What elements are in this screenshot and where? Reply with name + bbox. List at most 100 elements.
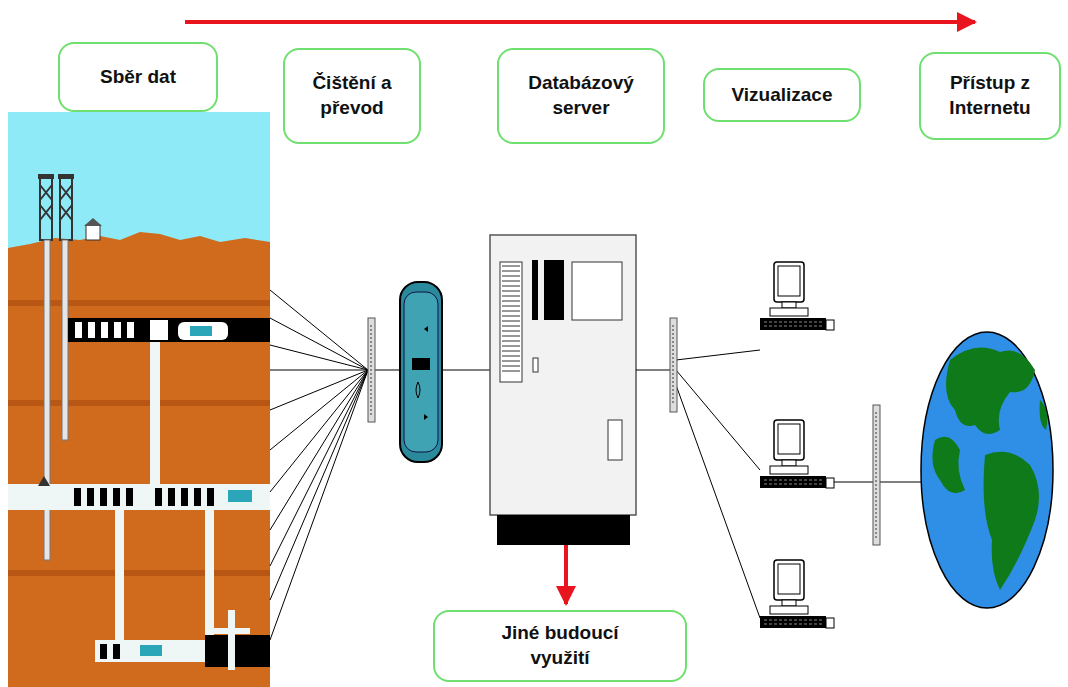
database-server-part-part <box>502 326 520 327</box>
mine-illustration-part <box>44 240 50 560</box>
mine-illustration-part <box>228 490 252 502</box>
database-server-part-part <box>502 296 520 297</box>
mine-illustration-part-part <box>114 322 121 338</box>
database-server-part-part <box>502 266 520 267</box>
database-server-part <box>564 545 568 604</box>
lan-cables-part <box>834 482 873 483</box>
lan-cables-part <box>880 482 925 483</box>
internet-globe-part <box>932 437 965 494</box>
database-server-part-part <box>502 276 520 277</box>
mine-illustration-part <box>75 320 228 340</box>
mine-illustration-part <box>86 225 100 240</box>
database-server-part-part <box>502 281 520 282</box>
converter-device-part <box>416 382 420 398</box>
database-server-part-part <box>502 291 520 292</box>
stage-label-box: Přístup z Internetu <box>919 52 1061 140</box>
stage-label: Čištění a převod <box>295 71 409 120</box>
database-server-part-part <box>502 306 520 307</box>
mine-illustration-part <box>58 174 74 179</box>
database-server-part-part <box>502 356 520 357</box>
switch-bars-part <box>876 412 877 538</box>
data-cables-part <box>270 318 368 370</box>
mine-illustration-part-part <box>101 322 108 338</box>
internet-globe <box>921 332 1053 608</box>
flow-arrow <box>185 20 975 24</box>
stage-label-box: Čištění a převod <box>283 48 421 144</box>
mine-illustration-part <box>228 610 235 670</box>
stage-label: Databázový server <box>509 71 653 120</box>
mine-illustration-part <box>38 476 50 486</box>
mine-illustration-part <box>40 178 72 240</box>
mine-illustration-part <box>8 484 270 510</box>
database-server-part <box>490 235 636 515</box>
stage-label: Jiné budoucí využití <box>490 621 630 670</box>
mine-illustration-part <box>68 318 270 342</box>
internet-globe-part <box>921 332 1053 608</box>
database-server-part-part <box>502 346 520 347</box>
mine-illustration-part-part <box>155 488 162 506</box>
data-cables-part <box>270 370 368 640</box>
data-cables-part <box>270 370 368 600</box>
lan-cables-part <box>676 350 760 360</box>
database-server-part-part <box>502 331 520 332</box>
mine-illustration-part <box>8 232 270 687</box>
mine-illustration-part <box>205 510 214 640</box>
mine-illustration-part-part <box>127 322 134 338</box>
hub-bar-part <box>371 325 372 415</box>
database-server <box>490 235 636 604</box>
internet-globe-part <box>1040 400 1048 430</box>
converter-device-part <box>400 282 442 462</box>
mine-illustration-part <box>84 218 102 226</box>
database-server-part <box>497 515 630 545</box>
mine-illustration-part <box>8 112 270 687</box>
data-cables-part <box>270 370 368 566</box>
data-cables-part <box>440 370 490 371</box>
mine-illustration-part <box>150 342 160 485</box>
mine-illustration-part-part <box>178 322 228 340</box>
database-server-part-part <box>502 316 520 317</box>
stage-label-box: Jiné budoucí využití <box>433 610 687 682</box>
database-server-part <box>500 262 522 382</box>
mine-illustration-part <box>8 570 270 576</box>
mine-illustration-part <box>115 510 124 640</box>
data-cables-part <box>270 370 368 492</box>
data-cables-part <box>270 345 368 370</box>
database-server-part <box>608 420 622 460</box>
mine-illustration-part <box>214 628 250 634</box>
stage-label: Přístup z Internetu <box>931 71 1049 120</box>
database-server-part-part <box>502 366 520 367</box>
mine-illustration-part <box>140 645 162 656</box>
database-server-part <box>502 266 520 371</box>
computer-workstations <box>760 262 834 628</box>
database-server-part-part <box>502 321 520 322</box>
mine-illustration-part-part <box>113 488 120 506</box>
switch-bars-part <box>673 325 674 405</box>
mine-illustration <box>8 112 270 687</box>
database-server-part <box>544 260 564 320</box>
computer-workstations-part <box>760 262 834 330</box>
mine-illustration-part-part <box>150 320 168 340</box>
lan-cables-part <box>676 385 760 618</box>
switch-bars-part <box>873 405 880 545</box>
database-server-part-part <box>502 371 520 372</box>
mine-illustration-part-part <box>113 644 120 659</box>
stage-label: Sběr dat <box>100 65 176 90</box>
database-server-part-part <box>502 336 520 337</box>
switch-bars <box>670 318 880 545</box>
mine-illustration-part-part <box>207 488 214 506</box>
internet-globe-part <box>946 348 1035 435</box>
converter-device-part <box>424 326 428 420</box>
mine-illustration-part-part <box>194 488 201 506</box>
database-server-part-part <box>502 271 520 272</box>
database-server-part-part <box>502 351 520 352</box>
database-server-part-part <box>502 361 520 362</box>
mine-illustration-part <box>95 640 205 662</box>
switch-bars-part <box>670 318 677 412</box>
database-server-part <box>532 260 538 320</box>
mine-illustration-part-part <box>88 322 95 338</box>
mine-illustration-part <box>38 174 54 179</box>
mine-illustration-part <box>74 488 214 506</box>
stage-label-box: Vizualizace <box>703 68 861 122</box>
mine-illustration-part-part <box>126 488 133 506</box>
